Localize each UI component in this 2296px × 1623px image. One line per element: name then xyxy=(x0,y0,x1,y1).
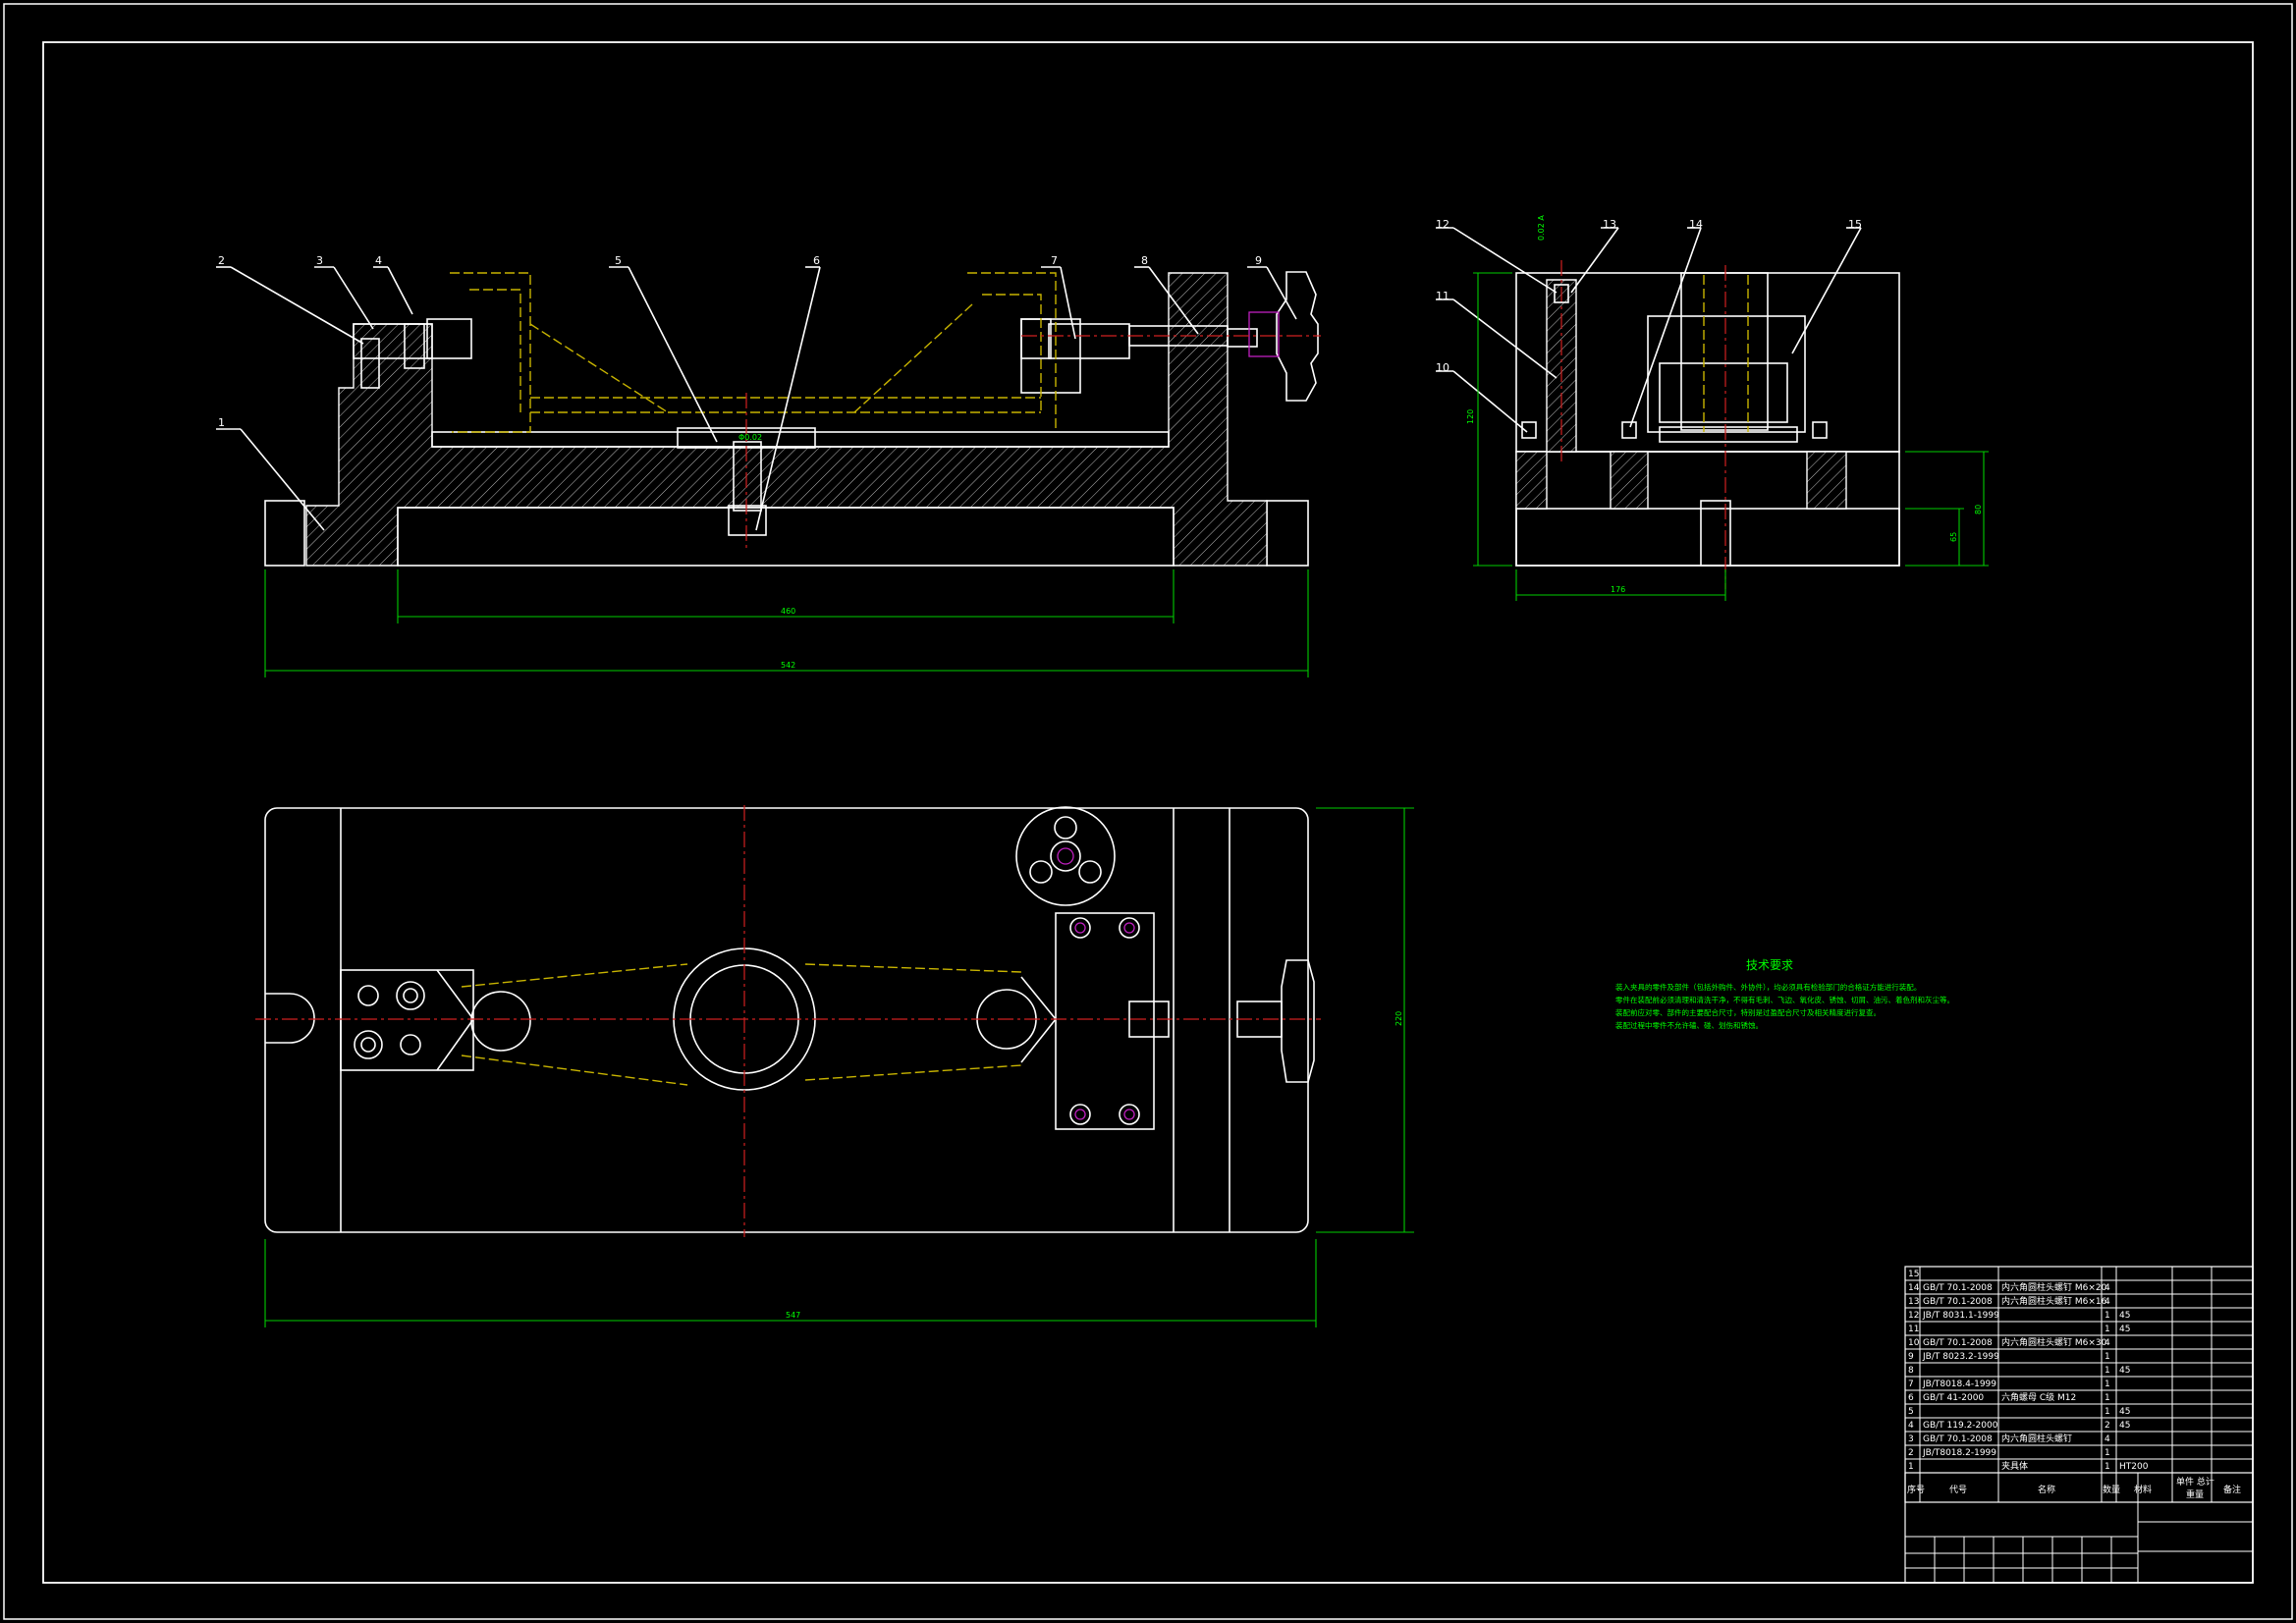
bom-cell-qty: 1 xyxy=(2105,1407,2110,1417)
dim-120: 120 xyxy=(1466,409,1475,424)
bom-cell-code: JB/T 8023.2-1999 xyxy=(1922,1352,1999,1362)
bom-cell-code: GB/T 70.1-2008 xyxy=(1923,1283,1993,1293)
balloon-2: 2 xyxy=(218,254,225,267)
bom-cell-no: 2 xyxy=(1908,1448,1914,1458)
bom-cell-qty: 1 xyxy=(2105,1311,2110,1321)
bom-cell-no: 5 xyxy=(1908,1407,1914,1417)
bom-cell-material: 45 xyxy=(2119,1366,2130,1376)
top-view: 220 547 xyxy=(255,805,1414,1327)
bom-header-note: 备注 xyxy=(2223,1484,2241,1495)
outer-frame xyxy=(3,3,2293,1620)
bom-cell-no: 13 xyxy=(1908,1297,1919,1307)
balloon-10: 10 xyxy=(1436,361,1449,374)
bom-cell-qty: 1 xyxy=(2105,1325,2110,1334)
bom-cell-no: 1 xyxy=(1908,1462,1914,1472)
bom-header-qty: 数量 xyxy=(2103,1484,2120,1495)
tech-requirements: 技术要求 装入夹具的零件及部件（包括外购件、外协件），均必须具有检验部门的合格证… xyxy=(1615,958,1954,1030)
bom-cell-material: 45 xyxy=(2119,1325,2130,1334)
bom-cell-no: 9 xyxy=(1908,1352,1914,1362)
bom-header-name: 名称 xyxy=(2038,1484,2055,1495)
tech-line-3: 装配前应对零、部件的主要配合尺寸，特别是过盈配合尺寸及相关精度进行复查。 xyxy=(1615,1007,1881,1017)
title-block xyxy=(1904,1472,2254,1584)
bom-cell-name: 内六角圆柱头螺钉 M6×30 xyxy=(2001,1336,2107,1348)
bom-cell-qty: 1 xyxy=(2105,1380,2110,1389)
bom-cell-name: 内六角圆柱头螺钉 M6×20 xyxy=(2001,1281,2107,1293)
tolerance-label: 0.02 A xyxy=(1537,215,1546,241)
dim-220: 220 xyxy=(1394,1011,1403,1026)
bom-cell-no: 8 xyxy=(1908,1366,1914,1376)
side-view: 10 11 12 13 14 15 0.02 A 120 65 80 176 xyxy=(1436,215,1989,601)
bom-cell-qty: 4 xyxy=(2105,1434,2110,1444)
bom-cell-qty: 1 xyxy=(2105,1352,2110,1362)
balloon-8: 8 xyxy=(1141,254,1148,267)
balloon-7: 7 xyxy=(1051,254,1058,267)
balloon-4: 4 xyxy=(375,254,382,267)
bom-cell-no: 7 xyxy=(1908,1380,1914,1389)
bom-cell-qty: 1 xyxy=(2105,1366,2110,1376)
bom-cell-name: 内六角圆柱头螺钉 xyxy=(2001,1433,2072,1444)
balloon-5: 5 xyxy=(615,254,622,267)
bom-cell-qty: 1 xyxy=(2105,1393,2110,1403)
bom-cell-qty: 1 xyxy=(2105,1448,2110,1458)
bom-cell-qty: 4 xyxy=(2105,1338,2110,1348)
bom-header-material: 材料 xyxy=(2134,1484,2152,1495)
bom-cell-material: 45 xyxy=(2119,1421,2130,1431)
bom-cell-code: GB/T 70.1-2008 xyxy=(1923,1297,1993,1307)
balloon-14: 14 xyxy=(1689,218,1703,231)
dim-460: 460 xyxy=(781,607,795,616)
balloon-15: 15 xyxy=(1848,218,1862,231)
bom-cell-code: GB/T 70.1-2008 xyxy=(1923,1434,1993,1444)
bom-cell-code: GB/T 70.1-2008 xyxy=(1923,1338,1993,1348)
balloon-3: 3 xyxy=(316,254,323,267)
balloon-1: 1 xyxy=(218,416,225,429)
bom-cell-no: 3 xyxy=(1908,1434,1914,1444)
bom-cell-no: 4 xyxy=(1908,1421,1914,1431)
bom-cell-name: 夹具体 xyxy=(2001,1460,2028,1472)
front-view: 1 2 3 4 5 6 7 8 9 Φ0.02 460 542 xyxy=(216,254,1321,677)
balloon-11: 11 xyxy=(1436,290,1449,302)
bom-cell-material: 45 xyxy=(2119,1311,2130,1321)
bom-cell-material: HT200 xyxy=(2119,1462,2149,1472)
center-mark-label: Φ0.02 xyxy=(738,433,762,442)
bom-cell-code: GB/T 119.2-2000 xyxy=(1923,1421,1998,1431)
bom-cell-qty: 4 xyxy=(2105,1283,2110,1293)
bom-cell-code: JB/T8018.2-1999 xyxy=(1922,1448,1996,1458)
dim-547: 547 xyxy=(786,1311,800,1320)
inner-frame xyxy=(42,41,2254,1584)
bom-cell-no: 11 xyxy=(1908,1325,1919,1334)
dim-65: 65 xyxy=(1949,532,1958,542)
bom-cell-material: 45 xyxy=(2119,1407,2130,1417)
dim-80: 80 xyxy=(1974,505,1983,514)
bom-cell-qty: 2 xyxy=(2105,1421,2110,1431)
dim-176: 176 xyxy=(1611,585,1625,594)
bom-cell-no: 14 xyxy=(1908,1283,1920,1293)
bom-cell-name: 六角螺母 C级 M12 xyxy=(2001,1391,2076,1403)
bom-header-weight-sub: 重量 xyxy=(2186,1488,2204,1500)
tech-line-1: 装入夹具的零件及部件（包括外购件、外协件），均必须具有检验部门的合格证方能进行装… xyxy=(1615,982,1921,992)
tech-line-4: 装配过程中零件不允许磕、碰、划伤和锈蚀。 xyxy=(1615,1020,1763,1030)
bom-cell-no: 6 xyxy=(1908,1393,1914,1403)
tech-requirements-title: 技术要求 xyxy=(1746,958,1793,972)
bom-header-no: 序号 xyxy=(1907,1484,1925,1495)
bom-cell-name: 内六角圆柱头螺钉 M6×16 xyxy=(2001,1295,2107,1307)
bom-cell-no: 15 xyxy=(1908,1270,1919,1279)
bom-cell-qty: 4 xyxy=(2105,1297,2110,1307)
balloon-13: 13 xyxy=(1603,218,1616,231)
balloon-6: 6 xyxy=(813,254,820,267)
bom-cell-no: 10 xyxy=(1908,1338,1920,1348)
balloon-9: 9 xyxy=(1255,254,1262,267)
bom-cell-code: JB/T8018.4-1999 xyxy=(1922,1380,1996,1389)
bom-header-code: 代号 xyxy=(1949,1485,1967,1495)
tech-line-2: 零件在装配前必须清理和清洗干净，不得有毛刺、飞边、氧化皮、锈蚀、切屑、油污、着色… xyxy=(1615,995,1954,1004)
bom-cell-code: GB/T 41-2000 xyxy=(1923,1393,1984,1403)
bom-cell-no: 12 xyxy=(1908,1311,1919,1321)
dim-542: 542 xyxy=(781,661,795,670)
bom-cell-code: JB/T 8031.1-1999 xyxy=(1922,1311,1999,1321)
bom-header-weight: 单件 总计 xyxy=(2176,1476,2214,1488)
balloon-12: 12 xyxy=(1436,218,1449,231)
bom-cell-qty: 1 xyxy=(2105,1462,2110,1472)
